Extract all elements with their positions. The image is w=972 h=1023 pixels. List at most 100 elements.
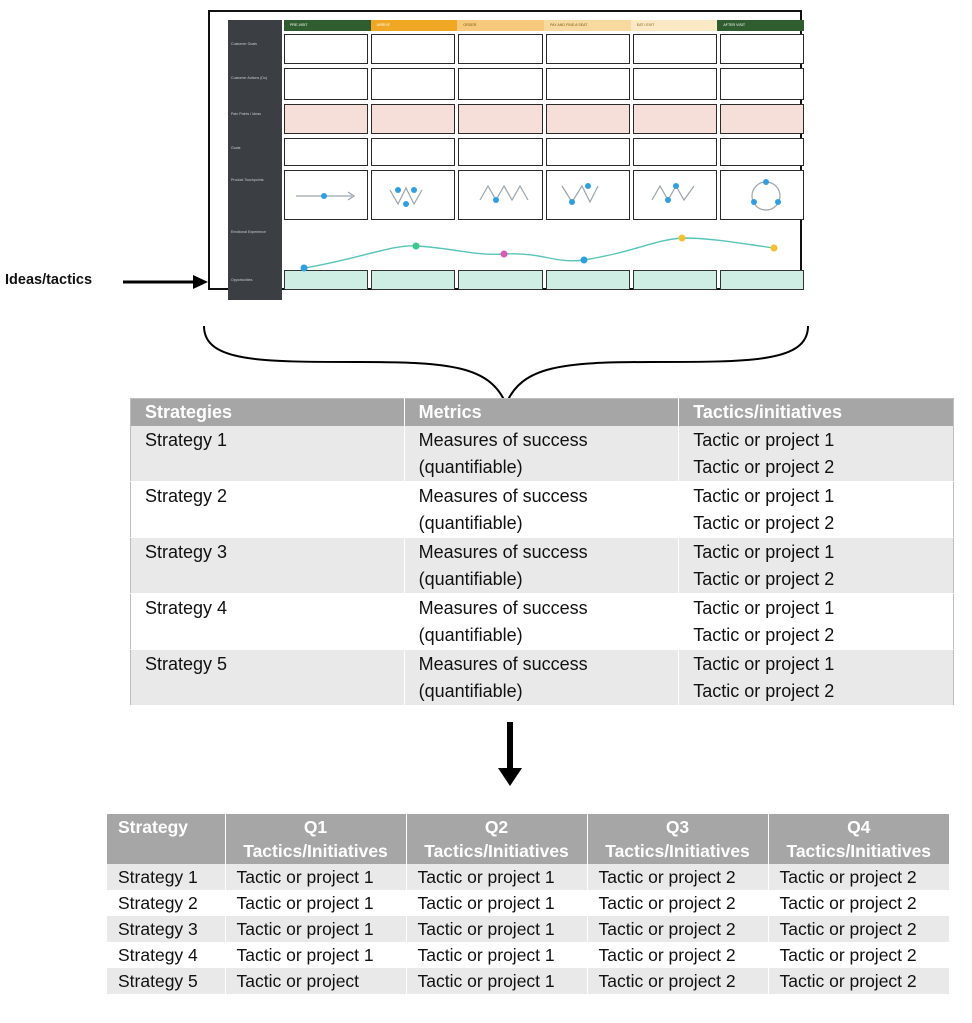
pain-points-row (284, 104, 805, 134)
journey-map-thumbnail: Customer Goals Customer Actions (Do) Pai… (208, 10, 805, 300)
tactic-cell: Tactic or project 1 Tactic or project 2 (678, 649, 954, 706)
goals-row (284, 34, 805, 64)
strategy-row: Strategy 2 Measures of success(quantifiab… (130, 481, 954, 538)
actions-row (284, 68, 805, 100)
map-cell (545, 138, 630, 166)
map-cell (458, 104, 543, 134)
row-label: Customer Actions (Do) (231, 76, 268, 80)
tactic-cell: Tactic or project 2 (767, 864, 949, 890)
header-line: Q2 (484, 817, 509, 837)
tactic-line: Tactic or project 1 (693, 486, 835, 506)
strategy-row: Strategy 3 Measures of success(quantifiab… (130, 537, 954, 594)
map-cell (371, 34, 456, 64)
stage-header: ARRIVE (370, 20, 458, 31)
strategy-name: Strategy 2 (145, 486, 228, 506)
strategy-name: Strategy 5 (145, 654, 228, 674)
map-cell (632, 138, 717, 166)
row-label: Product Touchpoints (231, 178, 264, 182)
right-arrow-icon (123, 275, 208, 289)
map-cell (284, 270, 369, 290)
tactic-line: Tactic or project 1 (693, 542, 835, 562)
touchpoint-arrowhead (347, 191, 356, 201)
emotion-dot (300, 264, 308, 272)
tactic-cell: Tactic or project 2 (586, 942, 768, 968)
metric-line: Measures of success (418, 542, 588, 562)
stage-header: PAY AND FIND A SEAT (544, 20, 631, 31)
map-cell (371, 104, 456, 134)
strategy-cell: Strategy 4 (107, 942, 225, 968)
stage-header: EAT / EXIT (630, 20, 718, 31)
metric-cell: Measures of success(quantifiable) (403, 481, 679, 538)
stage-header: PRE-VISIT (284, 20, 371, 31)
row-label: Goals (231, 146, 241, 150)
strategy-cell: Strategy 5 (107, 968, 225, 994)
touchpoint-dot (775, 199, 781, 205)
touchpoint-cycle (751, 181, 781, 211)
tactic-cell: Tactic or project 1 (224, 916, 406, 942)
touchpoint-zigzag (561, 184, 599, 204)
map-cell (371, 170, 456, 220)
header-line: Tactics/Initiatives (424, 841, 569, 861)
metric-line: (quantifiable) (418, 513, 523, 533)
row-label: Opportunities (231, 278, 253, 282)
tactic-line: Tactic or project 1 (693, 654, 835, 674)
tactic-cell: Tactic or project 2 (586, 890, 768, 916)
tactic-line: Tactic or project 2 (693, 625, 835, 645)
map-cell (632, 270, 717, 290)
column-header: Tactics/initiatives (678, 398, 954, 426)
tactic-cell: Tactic or project 1 (405, 942, 587, 968)
map-cell (371, 68, 456, 100)
touchpoints-row (284, 170, 805, 220)
strategy-cell: Strategy 3 (107, 916, 225, 942)
tactic-line: Tactic or project 2 (693, 569, 835, 589)
map-cell (284, 138, 369, 166)
header-line: Q4 (847, 817, 871, 837)
strategy-cell: Strategy 1 (107, 864, 225, 890)
strategy-name: Strategy 3 (145, 542, 228, 562)
tactic-cell: Tactic or project (224, 968, 406, 994)
map-cell (545, 170, 630, 220)
row-label: Customer Goals (231, 42, 257, 46)
map-cell (545, 68, 630, 100)
tactic-cell: Tactic or project 1 (405, 916, 587, 942)
stage-header: ORDER (457, 20, 545, 31)
header-line: Tactics/Initiatives (605, 841, 750, 861)
metric-line: Measures of success (418, 654, 588, 674)
tactic-cell: Tactic or project 2 (767, 890, 949, 916)
tactic-cell: Tactic or project 1 (224, 942, 406, 968)
header-line: Tactics/Initiatives (243, 841, 388, 861)
touchpoint-dot (585, 183, 591, 189)
touchpoint-dot (321, 193, 327, 199)
tactic-cell: Tactic or project 1 (224, 890, 406, 916)
tactic-line: Tactic or project 1 (693, 598, 835, 618)
map-cell (719, 34, 805, 64)
column-header: Strategies (130, 398, 405, 426)
down-arrow-icon (498, 722, 522, 786)
map-cell (284, 68, 369, 100)
map-cell (719, 138, 805, 166)
metric-cell: Measures of success(quantifiable) (403, 593, 679, 650)
strategy-name: Strategy 4 (145, 598, 228, 618)
touchpoint-dot (493, 197, 499, 203)
journey-graphics (296, 179, 781, 272)
metric-line: (quantifiable) (418, 457, 523, 477)
tactic-cell: Tactic or project 2 (586, 916, 768, 942)
map-cell (371, 270, 456, 290)
emotion-curve (303, 237, 775, 269)
touchpoint-dot (395, 187, 401, 193)
column-header: Strategy (107, 814, 225, 864)
map-cell (545, 104, 630, 134)
metric-cell: Measures of success(quantifiable) (403, 537, 679, 594)
tactic-line: Tactic or project 2 (693, 681, 835, 701)
tactic-line: Tactic or project 1 (693, 430, 835, 450)
strategy-cell: Strategy 3 (130, 537, 405, 594)
